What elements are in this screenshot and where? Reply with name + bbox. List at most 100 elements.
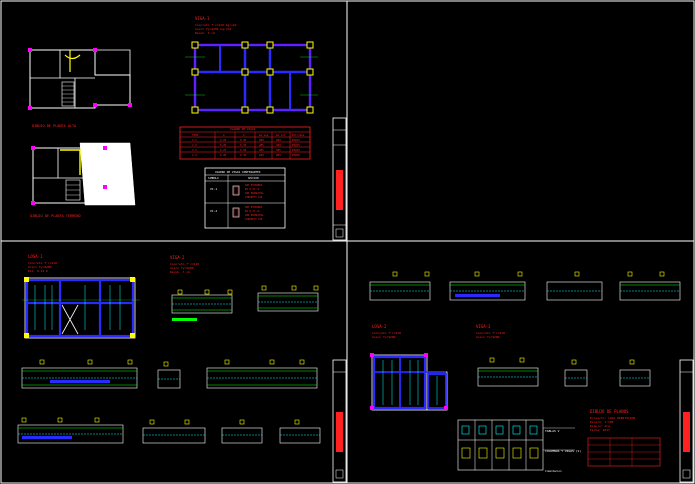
svg-text:3#5: 3#5 <box>259 148 264 152</box>
svg-text:0.30: 0.30 <box>240 138 247 142</box>
svg-text:LOSA-2: LOSA-2 <box>372 324 387 329</box>
svg-text:Acero fy=4200: Acero fy=4200 <box>476 335 500 339</box>
confinement-beam-legend: CUADRO DE VIGAS CONFINANTES SIMBOLO SECC… <box>204 167 286 229</box>
svg-text:#3@15: #3@15 <box>292 138 300 142</box>
svg-text:4#3 ESTRIBOS: 4#3 ESTRIBOS <box>245 184 263 187</box>
svg-text:Estribos: Estribos <box>292 133 305 137</box>
svg-text:CUADRO DE VIGAS CONFINANTES: CUADRO DE VIGAS CONFINANTES <box>215 170 261 174</box>
structure-note-sheet3b: VIGA-2 Concreto f'c=210 Acero fy=4200 Re… <box>170 255 199 274</box>
svg-text:CONCRETO 210: CONCRETO 210 <box>245 218 263 221</box>
svg-text:CUADRO DE VIGAS: CUADRO DE VIGAS <box>230 127 256 131</box>
svg-text:Concreto f'c=210: Concreto f'c=210 <box>372 331 401 335</box>
svg-text:V-1: V-1 <box>192 138 197 142</box>
slab-plan-sheet4 <box>370 353 448 411</box>
beam-elevations-sheet3 <box>17 292 321 444</box>
svg-text:VC-2: VC-2 <box>210 209 217 213</box>
svg-text:3#5: 3#5 <box>276 148 281 152</box>
sheet-4-frame <box>346 240 695 484</box>
beam-elevations-sheet4-mid <box>477 367 651 387</box>
structure-note-sheet4a: LOSA-2 Concreto f'c=210 Acero fy=4200 <box>372 324 401 339</box>
title-strip-sheet-4 <box>679 359 694 483</box>
svg-text:Acero fy=4200 kg/cm2: Acero fy=4200 kg/cm2 <box>195 27 231 31</box>
column-detail-schedule <box>457 419 575 471</box>
svg-text:#3@20: #3@20 <box>292 153 300 157</box>
floor-plan-lower <box>31 142 136 206</box>
svg-text:Esp. 0.15 m: Esp. 0.15 m <box>28 269 48 273</box>
svg-text:Concreto f'c=210: Concreto f'c=210 <box>170 262 199 266</box>
svg-text:0.35: 0.35 <box>240 143 247 147</box>
svg-text:V-3: V-3 <box>192 148 197 152</box>
title-block-sheet4: DIBUJO DE PLANOS Proyecto: CASA HABITACI… <box>587 409 661 467</box>
svg-text:Recub. 3 cm: Recub. 3 cm <box>170 270 190 274</box>
svg-text:0.20: 0.20 <box>220 138 227 142</box>
svg-text:#2 @ 15 cm: #2 @ 15 cm <box>245 210 260 213</box>
svg-text:Concreto f'c=210: Concreto f'c=210 <box>28 261 57 265</box>
svg-text:Proyecto: CASA HABITACION: Proyecto: CASA HABITACION <box>590 416 635 420</box>
column-marks-sheet3 <box>21 285 319 425</box>
svg-text:h: h <box>243 133 245 137</box>
svg-text:4#3 ESTRIBOS: 4#3 ESTRIBOS <box>245 206 263 209</box>
svg-text:Acero fy=4200: Acero fy=4200 <box>28 265 52 269</box>
beam-elevations-sheet4-top <box>369 281 681 301</box>
schedule-side-label-1: TABLAS V <box>545 429 560 433</box>
svg-text:4#4 PRINCIPAL: 4#4 PRINCIPAL <box>245 214 264 217</box>
sheet-3-frame <box>0 240 348 484</box>
svg-text:2#4: 2#4 <box>259 153 264 157</box>
svg-text:As sup: As sup <box>259 133 269 137</box>
plan-lower-label: DIBUJO DE PLANTA TERRENO <box>30 214 81 218</box>
svg-text:0.25: 0.25 <box>220 148 227 152</box>
svg-text:2#5: 2#5 <box>259 143 264 147</box>
svg-text:V-4: V-4 <box>192 153 197 157</box>
schedule-side-label-3: Cimentacion <box>545 469 562 473</box>
column-marks-sheet4 <box>392 271 665 365</box>
svg-text:Dibujo: Arq.: Dibujo: Arq. <box>590 424 612 428</box>
svg-text:SECCION: SECCION <box>248 176 259 180</box>
structure-note-sheet3a: LOSA-1 Concreto f'c=210 Acero fy=4200 Es… <box>28 254 57 273</box>
svg-text:Acero fy=4200: Acero fy=4200 <box>170 266 194 270</box>
svg-text:0.40: 0.40 <box>240 148 247 152</box>
svg-text:Recub. 3 cm: Recub. 3 cm <box>195 31 215 35</box>
svg-text:Concreto f'c=210 kg/cm2: Concreto f'c=210 kg/cm2 <box>195 23 237 27</box>
beam-schedule-table: CUADRO DE VIGAS TIPO b h As sup As inf E… <box>179 126 311 160</box>
svg-text:0.20: 0.20 <box>220 143 227 147</box>
svg-text:DIBUJO DE PLANOS: DIBUJO DE PLANOS <box>590 409 629 414</box>
svg-text:VC-1: VC-1 <box>210 187 217 191</box>
svg-text:Escala: 1:100: Escala: 1:100 <box>590 420 614 424</box>
svg-text:#2 @ 15 cm: #2 @ 15 cm <box>245 188 260 191</box>
schedule-side-label-2: COLUMNAS Y VIGAS (S) <box>545 449 581 453</box>
svg-text:TIPO: TIPO <box>192 133 199 137</box>
svg-text:VIGA-1: VIGA-1 <box>195 16 210 21</box>
sheet-2-frame <box>346 0 695 242</box>
svg-text:#3@15: #3@15 <box>292 143 300 147</box>
floor-plan-upper <box>28 48 132 110</box>
svg-text:VIGA-3: VIGA-3 <box>476 324 491 329</box>
svg-text:2#4: 2#4 <box>276 153 281 157</box>
svg-text:4#4 PRINCIPAL: 4#4 PRINCIPAL <box>245 192 264 195</box>
svg-text:As inf: As inf <box>276 133 286 137</box>
slab-plan-sheet3 <box>22 277 140 339</box>
plan-upper-label: DIBUJO DE PLANTA ALTA <box>32 124 77 128</box>
svg-text:V-2: V-2 <box>192 143 197 147</box>
title-strip-sheet-1 <box>332 117 347 241</box>
svg-text:CONCRETO 210: CONCRETO 210 <box>245 196 263 199</box>
structure-note-sheet4b: VIGA-3 Concreto f'c=210 Acero fy=4200 <box>476 324 505 339</box>
svg-text:0.20: 0.20 <box>220 153 227 157</box>
svg-text:#3@10: #3@10 <box>292 148 300 152</box>
beam-framing-plan <box>185 41 318 114</box>
svg-text:Acero fy=4200: Acero fy=4200 <box>372 335 396 339</box>
svg-text:b: b <box>223 133 225 137</box>
title-strip-sheet-3 <box>332 359 347 483</box>
svg-text:2#4: 2#4 <box>276 138 281 142</box>
svg-text:LOSA-1: LOSA-1 <box>28 254 43 259</box>
svg-text:Fecha: 2017: Fecha: 2017 <box>590 428 610 432</box>
svg-text:2#4: 2#4 <box>259 138 264 142</box>
svg-text:3#4: 3#4 <box>276 143 281 147</box>
sheet-1-frame <box>0 0 348 242</box>
svg-text:0.30: 0.30 <box>240 153 247 157</box>
svg-text:VIGA-2: VIGA-2 <box>170 255 185 260</box>
structure-note-sheet1: VIGA-1 Concreto f'c=210 kg/cm2 Acero fy=… <box>195 16 237 35</box>
svg-text:SIMBOLO: SIMBOLO <box>208 176 219 180</box>
svg-text:Concreto f'c=210: Concreto f'c=210 <box>476 331 505 335</box>
